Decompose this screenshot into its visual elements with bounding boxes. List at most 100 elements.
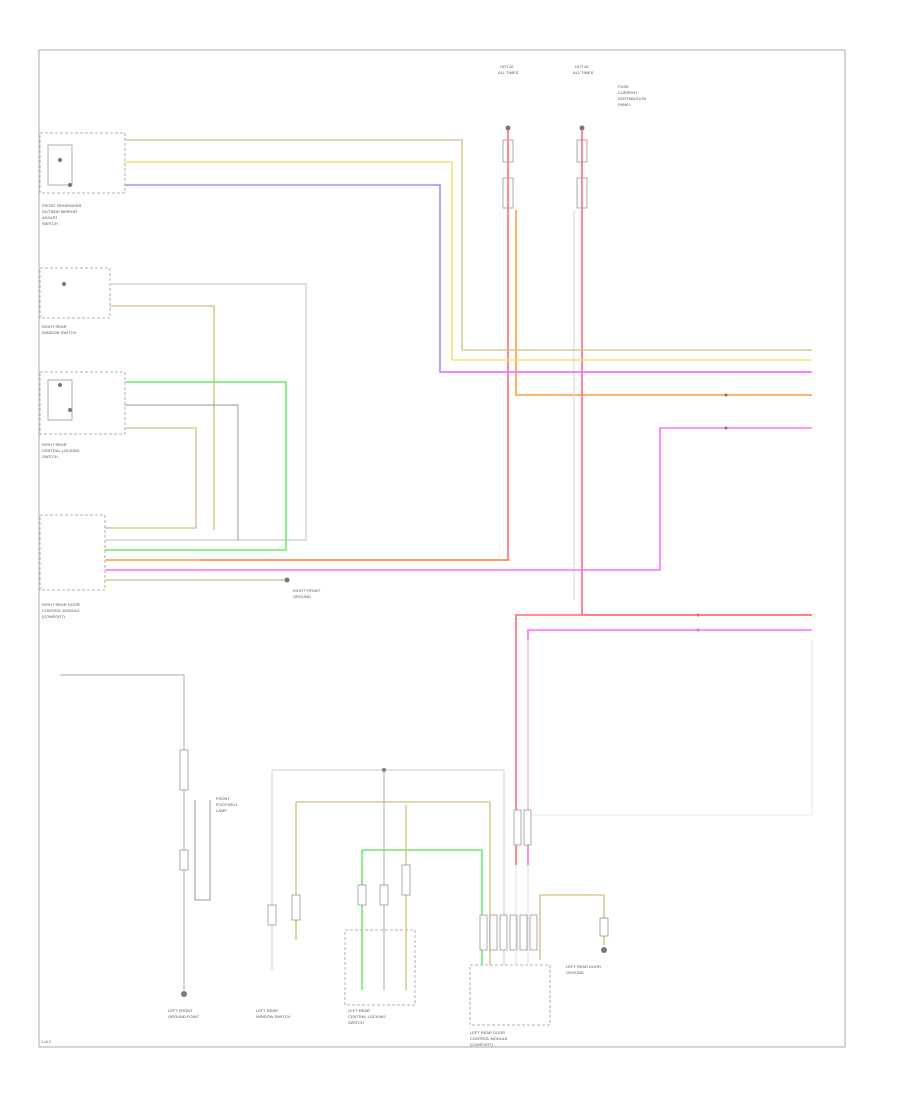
lamp-label-3: LAMP [216,808,227,813]
ground-icon [601,947,607,953]
ldoor-label-1: LEFT REAR DOOR [470,1030,505,1035]
rr-cl-label-1: RIGHT REAR [42,442,67,447]
lamp-label-2: FOOTWELL [216,802,239,807]
fuse-b-note-4: PANEL [618,102,632,107]
ldoor-connectors [479,809,538,951]
right-rear-central-locking-switch: RIGHT REAR CENTRAL LOCKING SWITCH [39,371,126,459]
wire-magenta-lower [527,629,812,865]
lr-switch-label-1: LEFT REAR [256,1008,278,1013]
fp-switch-label-4: SWITCH [42,221,58,226]
connector-icon [523,809,532,846]
page-number: 1 of 2 [41,1039,52,1044]
lamp-label-1: FRONT [216,796,230,801]
rdoor-label-2: CONTROL MODULE [42,608,80,613]
connector-icon [599,917,609,937]
ground-b-label-2: GROUND POINT [168,1014,200,1019]
connector-icon [489,914,498,951]
connector-icon [179,749,189,791]
fp-switch-box [39,132,126,194]
rdoor-label-3: (COMFORT) [42,614,65,619]
rr-cl-label-2: CENTRAL LOCKING [42,448,80,453]
wire-gray-left [272,769,505,965]
connector-icon [357,884,367,906]
switch-icon [47,144,73,186]
wire-tan-lground [539,894,605,960]
connector-icon [291,894,301,921]
ground-l-label-2: GROUND [566,970,584,975]
fuse-b-sublabel: ALL TIMES [573,70,594,75]
wire-violet-mirror [125,184,812,373]
connector-icon [379,884,389,906]
wire-door-drop [515,865,529,965]
switch-pin-icon [68,183,72,187]
rr-switch-label-2: WINDOW SWITCH [42,330,77,335]
connector-icon [513,809,522,846]
fuse-a-label: HOT AT [500,64,515,69]
lr-cl-label-1: LEFT REAR [348,1008,370,1013]
switch-pin-icon [68,408,72,412]
rr-switch-box [39,267,111,319]
wire-tan-mirror [125,139,812,351]
connector-icon [509,914,518,951]
wire-tan-left [296,801,491,965]
fuse-b-note-3: DISTRIBUTION [618,96,646,101]
fuse-source-b: HOT AT ALL TIMES FUSE CURRENT DISTRIBUTI… [573,64,646,209]
ground-icon [181,991,187,997]
rr-cl-label-3: SWITCH [42,454,58,459]
lr-cl-label-2: CENTRAL LOCKING [348,1014,386,1019]
wire-red-lower [515,614,812,865]
wire-tan-window [110,305,215,530]
fuse-b-note-2: CURRENT [618,90,638,95]
wire-yellow-mirror [125,161,812,361]
switch-pin-icon [62,282,66,286]
wire-gray-window [105,283,307,541]
splice-icon [724,426,728,430]
ground-r-label-2: GROUND [293,594,311,599]
connector-icon [401,864,411,896]
fuse-b-terminal [579,125,585,131]
wire-orange-bus [515,210,812,396]
switch-pin-icon [58,383,62,387]
connector-icon [479,914,488,951]
lr-cl-label-3: SWITCH [348,1020,364,1025]
ldoor-label-3: (COMFORT) [470,1042,493,1047]
ldoor-box [469,964,551,1026]
right-rear-window-switch: RIGHT REAR WINDOW SWITCH [39,267,111,335]
wire-gray-region [527,640,813,816]
fp-switch-label-2: OUTSIDE MIRROR [42,209,77,214]
connector-icon [519,914,528,951]
rdoor-label-1: RIGHT REAR DOOR [42,602,80,607]
fuse-a-terminal [505,125,511,131]
fuse-a-sublabel: ALL TIMES [498,70,519,75]
rdoor-box [39,514,106,591]
lr-switch-label-2: WINDOW SWITCH [256,1014,291,1019]
wire-green-lock [105,381,287,551]
fp-switch-label-3: ADJUST [42,215,58,220]
wire-gray-ground [60,674,185,990]
switch-icon [47,379,73,421]
ldoor-label-2: CONTROL MODULE [470,1036,508,1041]
fuse-b-label: HOT AT [575,64,590,69]
wire-magenta-door [105,427,812,571]
fp-switch-label-1: FRONT PASSENGER [42,203,82,208]
connector-icon [267,904,277,926]
wire-lamp [194,800,211,901]
ground-r-label-1: RIGHT FRONT [293,588,321,593]
splice-icon [724,393,728,397]
connector-icon [529,914,538,951]
wire-green-left [362,849,483,965]
diagram-frame [38,49,846,1048]
ground-icon [284,577,290,583]
wire-tan-lock [105,427,197,529]
connector-icon [179,849,189,871]
front-passenger-mirror-switch: FRONT PASSENGER OUTSIDE MIRROR ADJUST SW… [39,132,126,226]
switch-pin-icon [58,158,62,162]
rr-switch-label-1: RIGHT REAR [42,324,67,329]
connector-icon [499,914,508,951]
ground-b-label-1: LEFT FRONT [168,1008,193,1013]
ground-l-label-1: LEFT REAR DOOR [566,964,601,969]
lr-cl-box [344,929,416,1006]
right-rear-door-control-module: RIGHT REAR DOOR CONTROL MODULE (COMFORT) [39,514,106,619]
